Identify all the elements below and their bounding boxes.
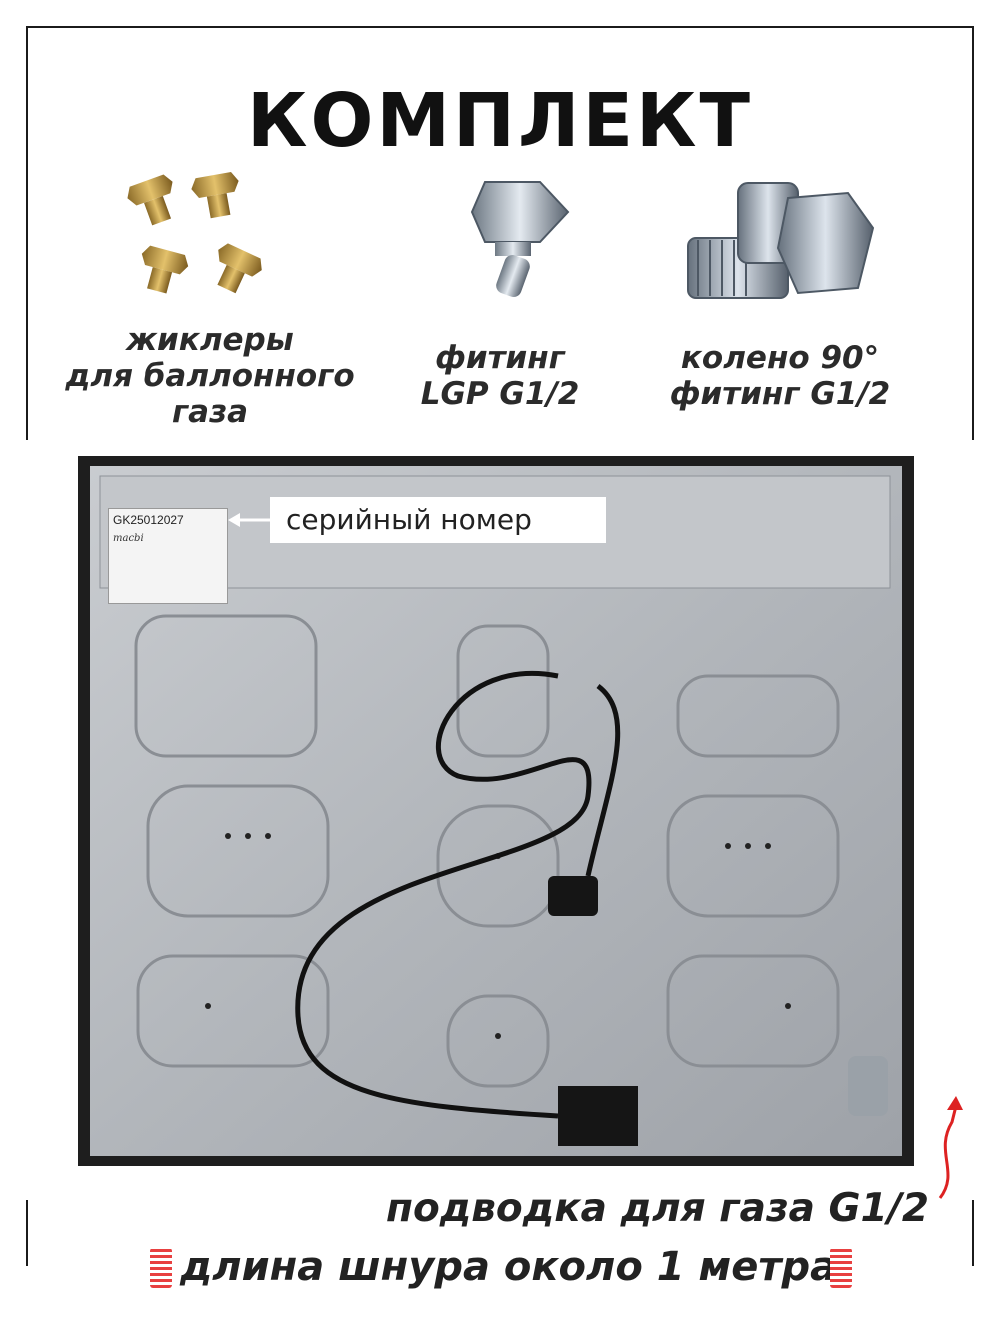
item-fitting-caption: фитинг LGP G1/2	[400, 340, 600, 412]
item-jets-line1: жиклеры	[126, 322, 294, 358]
cord-length-label: длина шнура около 1 метра	[180, 1244, 838, 1290]
elbow-fitting-icon	[687, 182, 875, 299]
spring-icon	[150, 1248, 172, 1288]
arrow-icon	[228, 513, 272, 527]
item-jets-line2: для баллонного	[65, 358, 355, 394]
jet-nozzle-icon	[127, 172, 262, 294]
rating-plate: GK25012027 macbi	[108, 508, 228, 604]
curved-arrow-icon	[938, 1096, 963, 1199]
spring-icon	[830, 1248, 852, 1288]
item-fitting-line2: LGP G1/2	[420, 376, 580, 412]
serial-label: серийный номер	[270, 497, 606, 543]
serial-number: GK25012027	[113, 513, 184, 527]
brand-logo: macbi	[113, 533, 144, 544]
item-elbow-caption: колено 90° фитинг G1/2	[660, 340, 900, 412]
page-title: КОМПЛЕКТ	[247, 78, 753, 164]
lpg-fitting-icon	[470, 181, 570, 297]
item-elbow-line2: фитинг G1/2	[669, 376, 891, 412]
item-fitting-line1: фитинг	[435, 340, 565, 376]
item-elbow-line1: колено 90°	[680, 340, 880, 376]
item-jets-caption: жиклеры для баллонного газа	[60, 322, 360, 430]
item-jets-line3: газа	[171, 394, 249, 430]
gas-inlet-label: подводка для газа G1/2	[386, 1186, 930, 1231]
